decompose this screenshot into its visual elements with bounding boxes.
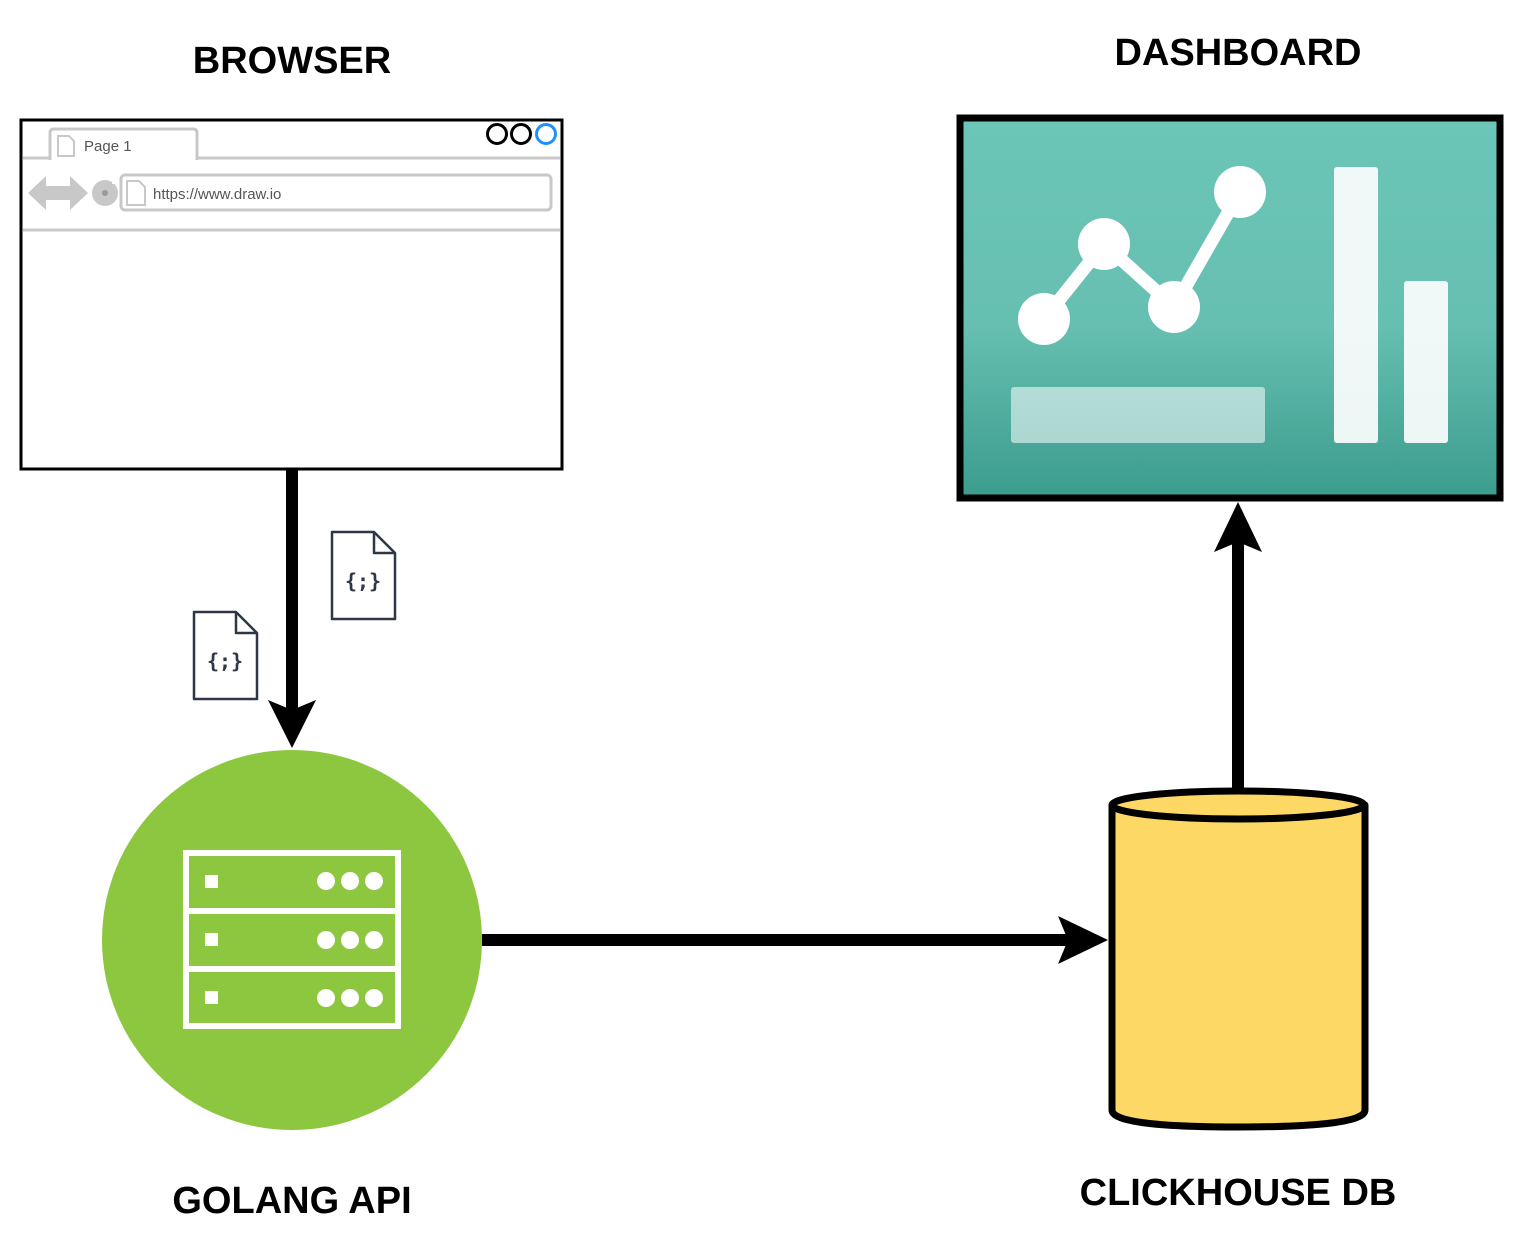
dashboard-label: DASHBOARD xyxy=(1114,32,1362,74)
window-buttons[interactable] xyxy=(486,123,557,145)
address-url[interactable]: https://www.draw.io xyxy=(153,186,281,203)
golang-api-label: GOLANG API xyxy=(172,1180,412,1222)
address-page-icon xyxy=(126,180,146,206)
json-file-icon: {;} xyxy=(330,530,397,621)
browser-label: BROWSER xyxy=(192,40,392,82)
tab-page-icon xyxy=(57,135,75,157)
arrow-browser-to-api xyxy=(268,469,316,748)
window-button-3-icon[interactable] xyxy=(535,123,557,145)
arrow-api-to-database xyxy=(482,916,1108,964)
clickhouse-db-node xyxy=(1108,787,1369,1131)
window-button-1-icon[interactable] xyxy=(486,123,508,145)
clickhouse-db-label: CLICKHOUSE DB xyxy=(1079,1172,1397,1214)
address-bar[interactable]: https://www.draw.io xyxy=(119,173,553,212)
json-file-glyph: {;} xyxy=(345,569,381,593)
arrow-database-to-dashboard xyxy=(1214,502,1262,788)
dashboard-node xyxy=(956,114,1504,502)
server-rack-icon xyxy=(183,850,401,1029)
window-button-2-icon[interactable] xyxy=(510,123,532,145)
json-file-glyph: {;} xyxy=(207,649,243,673)
tab-label: Page 1 xyxy=(84,138,132,155)
browser-window: Page 1 https://www.draw.io xyxy=(19,118,564,471)
cylinder-database-icon xyxy=(1108,787,1369,1131)
forward-arrow-icon[interactable] xyxy=(58,176,88,210)
analytics-chart-icon xyxy=(1011,166,1448,443)
back-arrow-icon[interactable] xyxy=(28,176,58,210)
json-file-icon: {;} xyxy=(192,610,259,701)
golang-api-node xyxy=(102,750,482,1130)
browser-tab[interactable]: Page 1 xyxy=(48,127,199,160)
